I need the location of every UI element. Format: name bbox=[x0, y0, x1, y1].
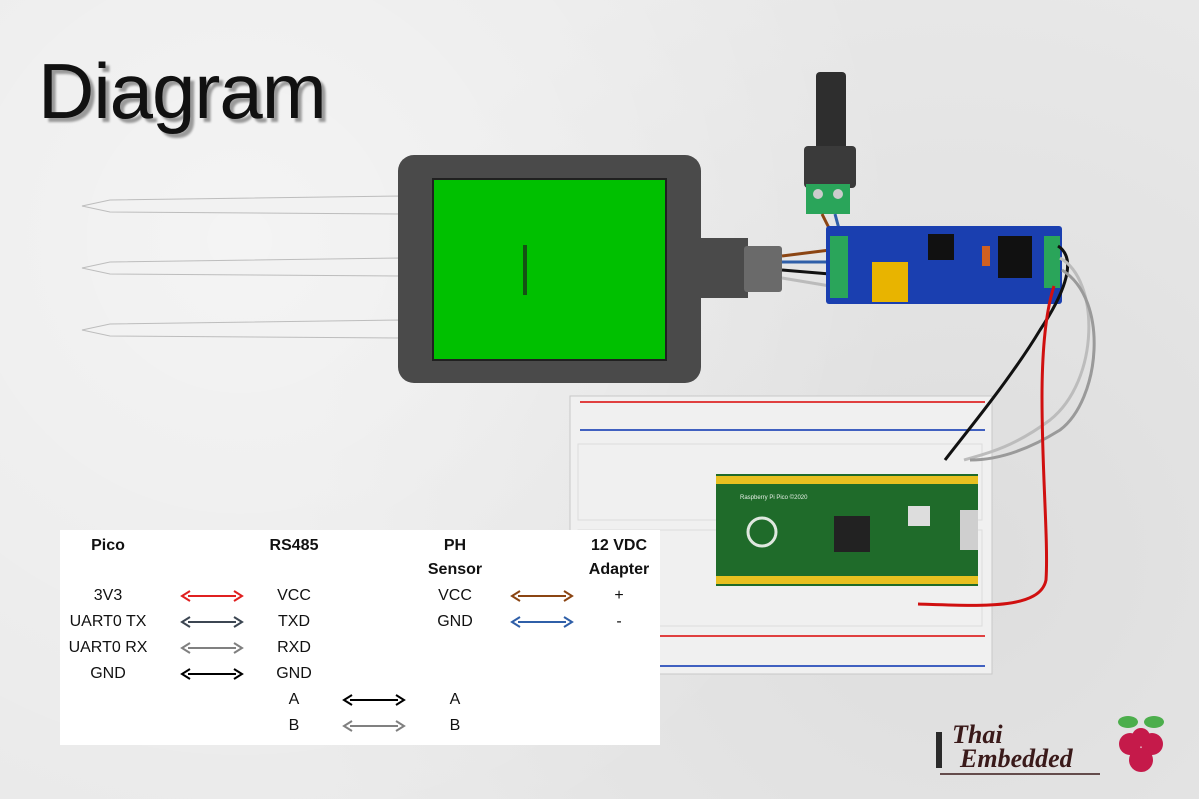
sensor-cable bbox=[781, 248, 831, 288]
rs485-pin: B bbox=[288, 717, 300, 734]
double-arrow bbox=[510, 616, 574, 628]
sensor-pin: VCC bbox=[438, 587, 472, 604]
double-arrow bbox=[180, 616, 244, 628]
rs485-pin: GND bbox=[276, 665, 312, 682]
adapter-terminal: + bbox=[614, 587, 624, 604]
header-ph-sensor-line1: PH bbox=[443, 537, 467, 554]
header-adapter-line1: 12 VDC bbox=[590, 537, 648, 554]
pico-pin: UART0 RX bbox=[68, 639, 148, 656]
sensor-probes bbox=[81, 195, 401, 339]
logo-text-line2: Embedded bbox=[960, 744, 1073, 773]
rs485-pin: TXD bbox=[278, 613, 310, 630]
pico-pin: GND bbox=[90, 665, 126, 682]
double-arrow bbox=[180, 642, 244, 654]
dc-jack bbox=[804, 72, 856, 241]
pico-board-label: Raspberry Pi Pico ©2020 bbox=[740, 494, 808, 501]
adapter-terminal: - bbox=[616, 613, 622, 630]
rs485-pin: RXD bbox=[277, 639, 311, 656]
sensor-pin: GND bbox=[437, 613, 473, 630]
jumper-wires bbox=[917, 244, 1096, 607]
double-arrow bbox=[342, 720, 406, 732]
double-arrow bbox=[180, 590, 244, 602]
header-adapter-line2: Adapter bbox=[588, 561, 650, 578]
sensor-pin: B bbox=[449, 717, 461, 734]
soil-sensor bbox=[398, 155, 782, 383]
pico-pin: 3V3 bbox=[93, 587, 123, 604]
double-arrow bbox=[342, 694, 406, 706]
rs485-module bbox=[826, 226, 1062, 304]
double-arrow bbox=[180, 668, 244, 680]
page-title: Diagram bbox=[38, 47, 327, 135]
thai-embedded-logo-mark bbox=[936, 732, 1100, 775]
pico-board: Raspberry Pi Pico ©2020 bbox=[716, 474, 978, 586]
header-pico: Pico bbox=[91, 537, 125, 554]
double-arrow bbox=[510, 590, 574, 602]
logo-text-line1: Thai bbox=[952, 720, 1003, 749]
header-ph-sensor-line2: Sensor bbox=[427, 561, 483, 578]
arrow-layer bbox=[180, 590, 574, 732]
sensor-pin: A bbox=[449, 691, 461, 708]
wiring-table: Pico RS485 PH Sensor 12 VDC Adapter 3V3 … bbox=[60, 530, 660, 745]
rs485-pin: VCC bbox=[277, 587, 311, 604]
header-rs485: RS485 bbox=[269, 537, 319, 554]
rs485-pin: A bbox=[288, 691, 300, 708]
raspberry-pi-logo bbox=[1118, 716, 1164, 772]
pico-pin: UART0 TX bbox=[69, 613, 147, 630]
